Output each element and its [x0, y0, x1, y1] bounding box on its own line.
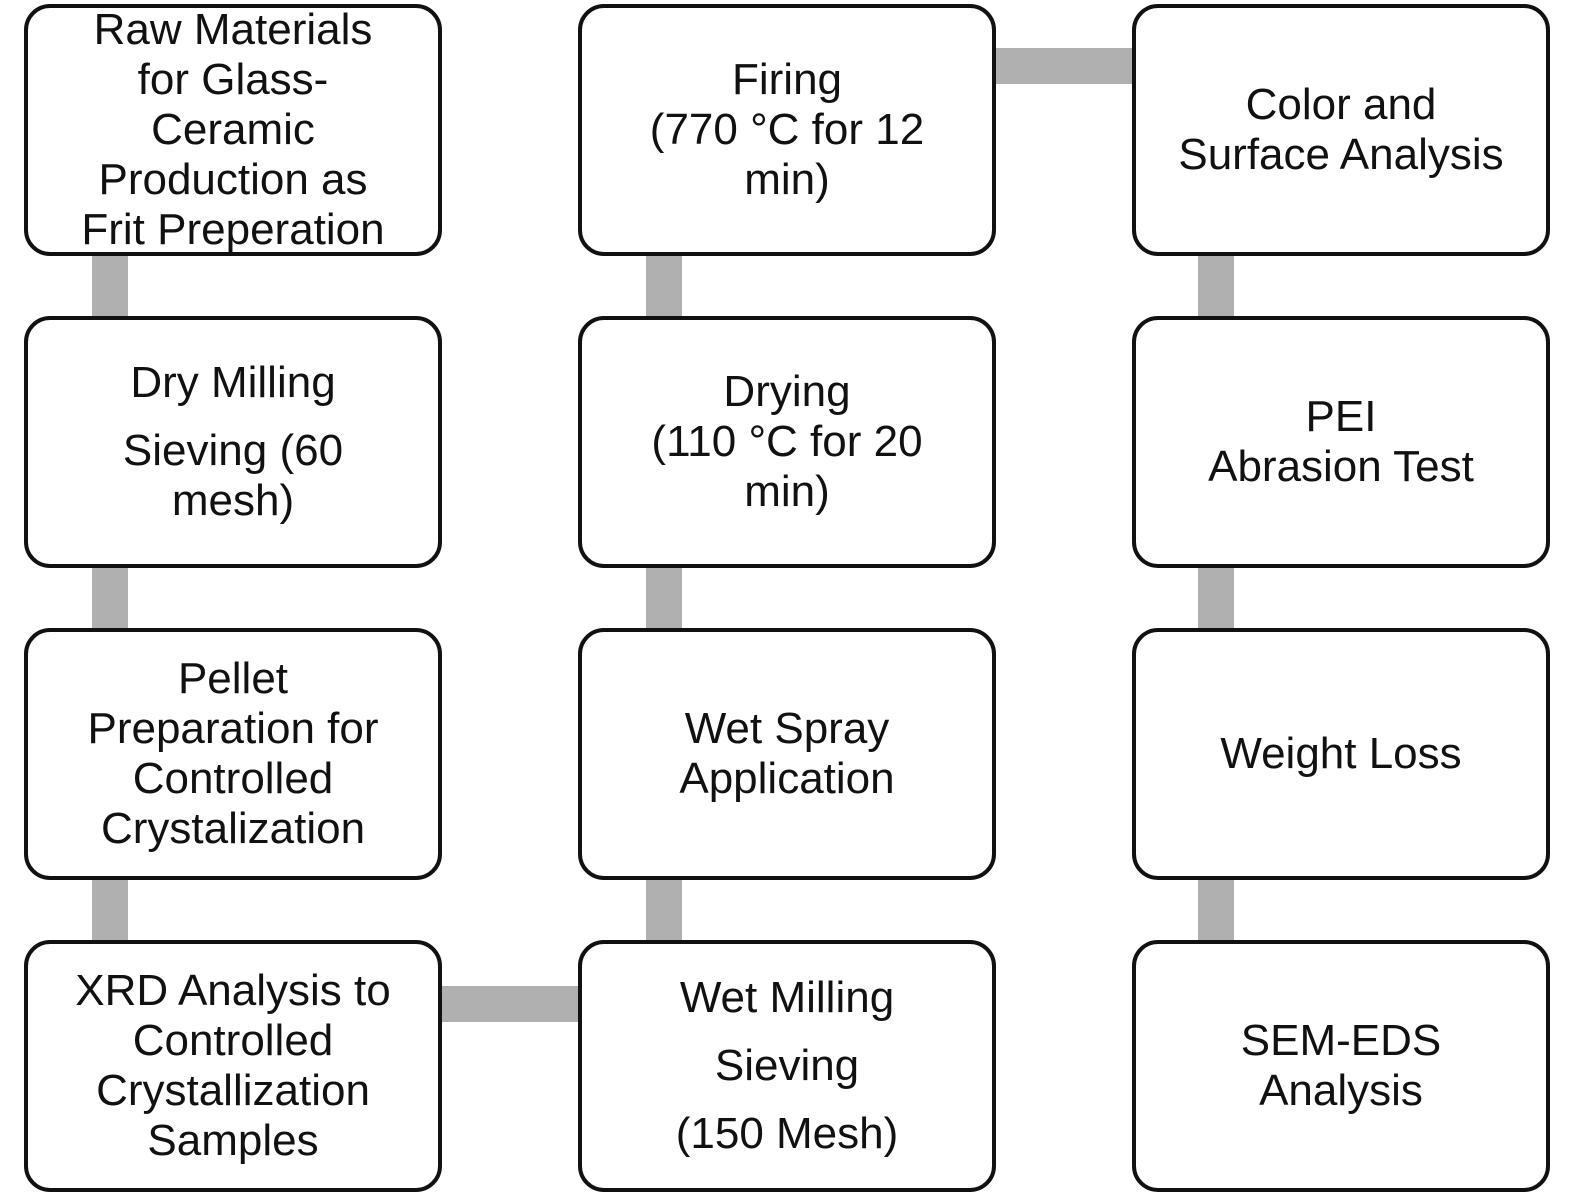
- box-text-line: Controlled: [132, 1016, 334, 1065]
- box-text-line: PEI: [1305, 392, 1377, 441]
- box-text-line: Color and: [1245, 80, 1437, 129]
- dry-milling-box: Dry Milling Sieving (60 mesh): [24, 316, 442, 568]
- box-text-line: for Glass-: [137, 55, 329, 104]
- connector-pellet-to-xrd: [92, 874, 128, 946]
- xrd-analysis-box: XRD Analysis to Controlled Crystallizati…: [24, 940, 442, 1192]
- box-text-line: Dry Milling: [130, 358, 336, 407]
- wet-milling-box: Wet Milling Sieving (150 Mesh): [578, 940, 996, 1192]
- connector-wetspray-to-drying: [646, 562, 682, 634]
- box-text-line: Weight Loss: [1220, 729, 1462, 778]
- box-text-line: Production as: [98, 155, 368, 204]
- box-text-line: Surface Analysis: [1178, 130, 1504, 179]
- box-text-line: XRD Analysis to: [75, 966, 391, 1015]
- sem-eds-analysis-box: SEM-EDS Analysis: [1132, 940, 1550, 1192]
- pellet-preparation-box: Pellet Preparation for Controlled Crysta…: [24, 628, 442, 880]
- box-text-line: Sieving (60: [122, 426, 344, 475]
- connector-color-to-pei: [1198, 250, 1234, 322]
- box-text-line: Wet Spray: [684, 704, 890, 753]
- box-text-line: Crystallization: [96, 1066, 370, 1115]
- raw-materials-box: Raw Materials for Glass- Ceramic Product…: [24, 4, 442, 256]
- box-text-line: Abrasion Test: [1208, 442, 1474, 491]
- drying-box: Drying (110 °C for 20 min): [578, 316, 996, 568]
- connector-raw-to-dry: [92, 250, 128, 322]
- color-surface-analysis-box: Color and Surface Analysis: [1132, 4, 1550, 256]
- box-text-line: mesh): [171, 476, 295, 525]
- box-text-line: Firing: [731, 55, 843, 104]
- box-text-line: Crystalization: [100, 804, 366, 853]
- box-text-line: Wet Milling: [679, 973, 895, 1022]
- box-text-line: Ceramic: [151, 105, 315, 154]
- box-text-line: Application: [679, 754, 895, 803]
- weight-loss-box: Weight Loss: [1132, 628, 1550, 880]
- connector-wetmilling-to-wetspray: [646, 874, 682, 946]
- box-text-line: min): [744, 467, 830, 516]
- connector-pei-to-weightloss: [1198, 562, 1234, 634]
- wet-spray-box: Wet Spray Application: [578, 628, 996, 880]
- box-text-line: (110 °C for 20: [651, 417, 923, 466]
- connector-drying-to-firing: [646, 250, 682, 322]
- box-text-line: Pellet: [177, 654, 289, 703]
- box-text-line: Drying: [723, 367, 851, 416]
- box-text-line: Controlled: [132, 754, 334, 803]
- firing-box: Firing (770 °C for 12 min): [578, 4, 996, 256]
- pei-abrasion-test-box: PEI Abrasion Test: [1132, 316, 1550, 568]
- box-text-line: (150 Mesh): [675, 1109, 899, 1158]
- connector-dry-to-pellet: [92, 562, 128, 634]
- box-text-line: Samples: [147, 1116, 319, 1165]
- box-text-line: (770 °C for 12: [649, 105, 925, 154]
- box-text-line: Preparation for: [87, 704, 379, 753]
- connector-weightloss-to-semeds: [1198, 874, 1234, 946]
- box-text-line: Analysis: [1259, 1066, 1423, 1115]
- box-text-line: Sieving: [714, 1041, 860, 1090]
- box-text-line: Frit Preperation: [81, 205, 385, 254]
- box-text-line: Raw Materials: [93, 5, 373, 54]
- connector-firing-to-color: [992, 48, 1138, 84]
- box-text-line: min): [744, 155, 830, 204]
- connector-xrd-to-wetmilling: [438, 986, 584, 1022]
- box-text-line: SEM-EDS: [1240, 1016, 1442, 1065]
